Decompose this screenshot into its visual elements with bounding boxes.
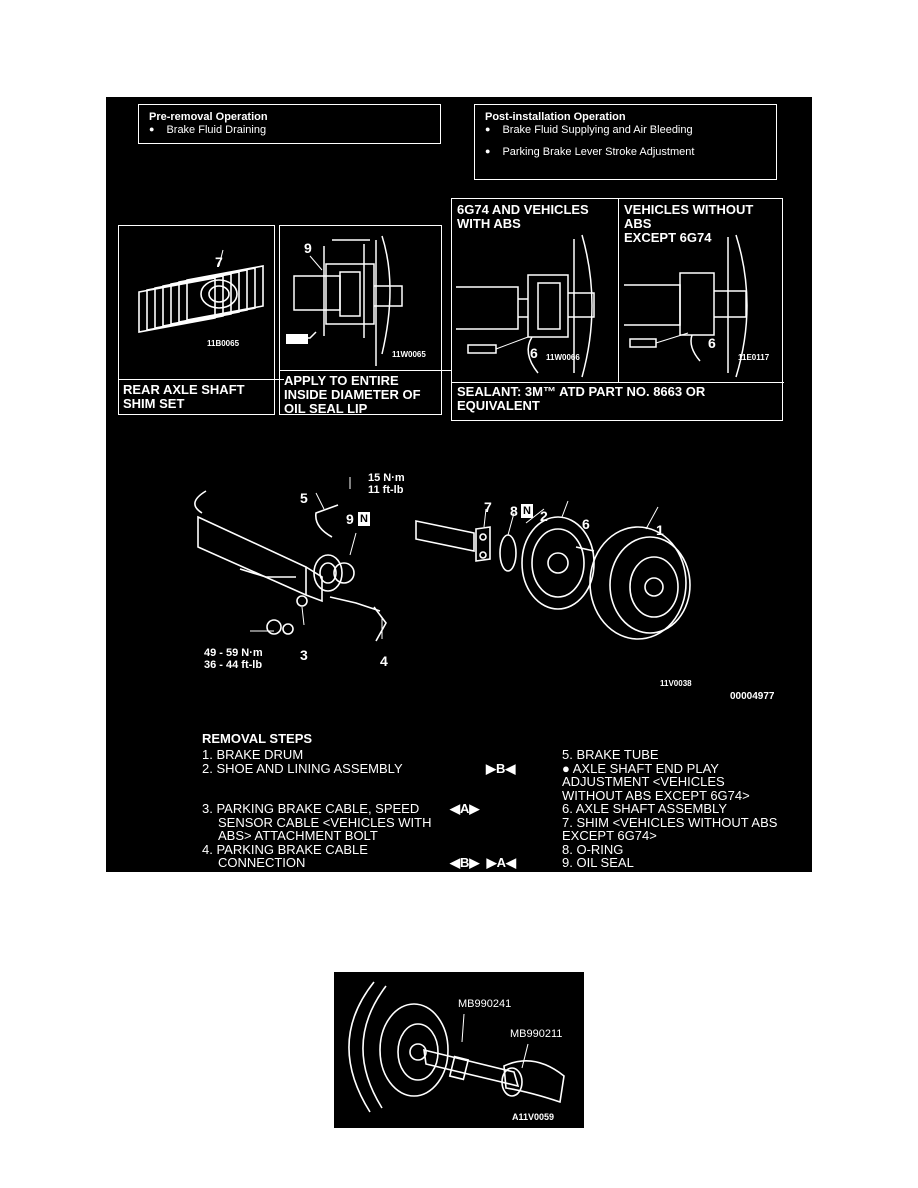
callout-7: 7 <box>484 499 492 515</box>
torque-bottom-ftlb: 36 - 44 ft-lb <box>204 659 263 671</box>
step-4: 4. PARKING BRAKE CABLE CONNECTION <box>202 841 368 870</box>
step-endplay: ▶B◀ ● AXLE SHAFT END PLAY ADJUSTMENT <VE… <box>486 760 750 803</box>
special-tool-illustration <box>348 981 565 1113</box>
tool-label-1: MB990241 <box>458 998 512 1010</box>
removal-steps-right: 5. BRAKE TUBE ▶B◀ ● AXLE SHAFT END PLAY … <box>450 747 802 870</box>
rear-axle-exploded-view <box>194 477 691 642</box>
step-5: 5. BRAKE TUBE <box>562 747 659 762</box>
callout-8: 8 <box>510 503 518 519</box>
abs-header-2: WITH ABS <box>457 216 521 231</box>
abs-callout: 6 <box>530 345 538 361</box>
shim-set-illustration <box>138 249 264 333</box>
shim-caption-1: REAR AXLE SHAFT <box>123 382 245 397</box>
callout-3: 3 <box>300 647 308 663</box>
callout-4: 4 <box>380 653 388 669</box>
post-installation-box: Post-installation Operation Brake Fluid … <box>474 104 777 180</box>
main-diagram-panel: Pre-removal Operation Brake Fluid Draini… <box>106 97 812 872</box>
removal-steps-title: REMOVAL STEPS <box>202 731 313 746</box>
oil-seal-caption-1: APPLY TO ENTIRE <box>284 373 399 388</box>
oil-seal-illustration <box>286 235 403 366</box>
diagram-code-b: 00004977 <box>730 691 775 702</box>
new-part-mark-8: N <box>521 504 533 518</box>
torque-top-nm: 15 N·m <box>368 472 405 484</box>
no-abs-code: 11E0117 <box>738 353 770 362</box>
oil-seal-callout: 9 <box>304 240 312 256</box>
shim-callout: 7 <box>215 254 223 270</box>
oil-seal-code: 11W0065 <box>392 350 426 359</box>
removal-steps-left: 1. BRAKE DRUM 2. SHOE AND LINING ASSEMBL… <box>202 748 452 870</box>
post-installation-title: Post-installation Operation <box>485 111 626 123</box>
step-8: 8. O-RING <box>562 841 624 857</box>
sealant-caption-1: SEALANT: 3M™ ATD PART NO. 8663 OR <box>457 384 706 399</box>
tool-figure-code: A11V0059 <box>512 1112 555 1122</box>
new-part-mark-9: N <box>358 512 370 526</box>
special-tool-figure: MB990241 MB990211 A11V0059 <box>334 972 584 1128</box>
callout-9: 9 <box>346 511 354 527</box>
callout-5: 5 <box>300 490 308 506</box>
oil-seal-detail-box: 9 11W0065 APPLY TO ENTIRE INSIDE DIAMETE… <box>279 225 451 416</box>
step-2: 2. SHOE AND LINING ASSEMBLY <box>202 760 403 776</box>
no-abs-header-2: EXCEPT 6G74 <box>624 230 712 245</box>
callout-1: 1 <box>656 522 664 538</box>
pre-removal-title: Pre-removal Operation <box>149 111 268 123</box>
torque-bottom-nm: 49 - 59 N·m <box>204 647 263 659</box>
pre-removal-box: Pre-removal Operation Brake Fluid Draini… <box>138 104 441 144</box>
tool-label-2: MB990211 <box>510 1028 563 1040</box>
shim-code: 11B0065 <box>207 339 240 348</box>
no-abs-hub-illustration <box>624 234 748 378</box>
sealant-caption-2: EQUIVALENT <box>457 398 540 413</box>
torque-top-ftlb: 11 ft-lb <box>368 484 404 496</box>
sealant-detail-box: 6G74 AND VEHICLES WITH ABS 6 11W0066 VEH… <box>451 198 784 421</box>
oil-seal-caption-2: INSIDE DIAMETER OF <box>284 387 421 402</box>
step-3: 3. PARKING BRAKE CABLE, SPEED SENSOR CAB… <box>202 801 432 843</box>
post-installation-item-2: Parking Brake Lever Stroke Adjustment <box>485 146 766 159</box>
step-7: 7. SHIM <VEHICLES WITHOUT ABS EXCEPT 6G7… <box>562 814 778 843</box>
shim-caption-2: SHIM SET <box>123 396 185 411</box>
diagram-code-a: 11V0038 <box>660 679 692 688</box>
shim-detail-box: 7 11B0065 REAR AXLE SHAFT SHIM SET <box>118 225 284 415</box>
abs-code: 11W0066 <box>546 353 580 362</box>
no-abs-header-1: VEHICLES WITHOUT ABS <box>624 202 754 231</box>
step-1: 1. BRAKE DRUM <box>202 747 304 762</box>
post-installation-item-1: Brake Fluid Supplying and Air Bleeding <box>485 124 766 137</box>
abs-header-1: 6G74 AND VEHICLES <box>457 202 589 217</box>
step-9: ◀B▶ ▶A◀ 9. OIL SEAL <box>450 855 634 870</box>
no-abs-callout: 6 <box>708 335 716 351</box>
pre-removal-item: Brake Fluid Draining <box>149 124 430 137</box>
abs-hub-illustration <box>456 234 595 378</box>
callout-2: 2 <box>540 508 548 524</box>
callout-6: 6 <box>582 516 590 532</box>
step-6: ◀A▶ 6. AXLE SHAFT ASSEMBLY <box>450 801 727 816</box>
oil-seal-caption-3: OIL SEAL LIP <box>284 401 368 416</box>
